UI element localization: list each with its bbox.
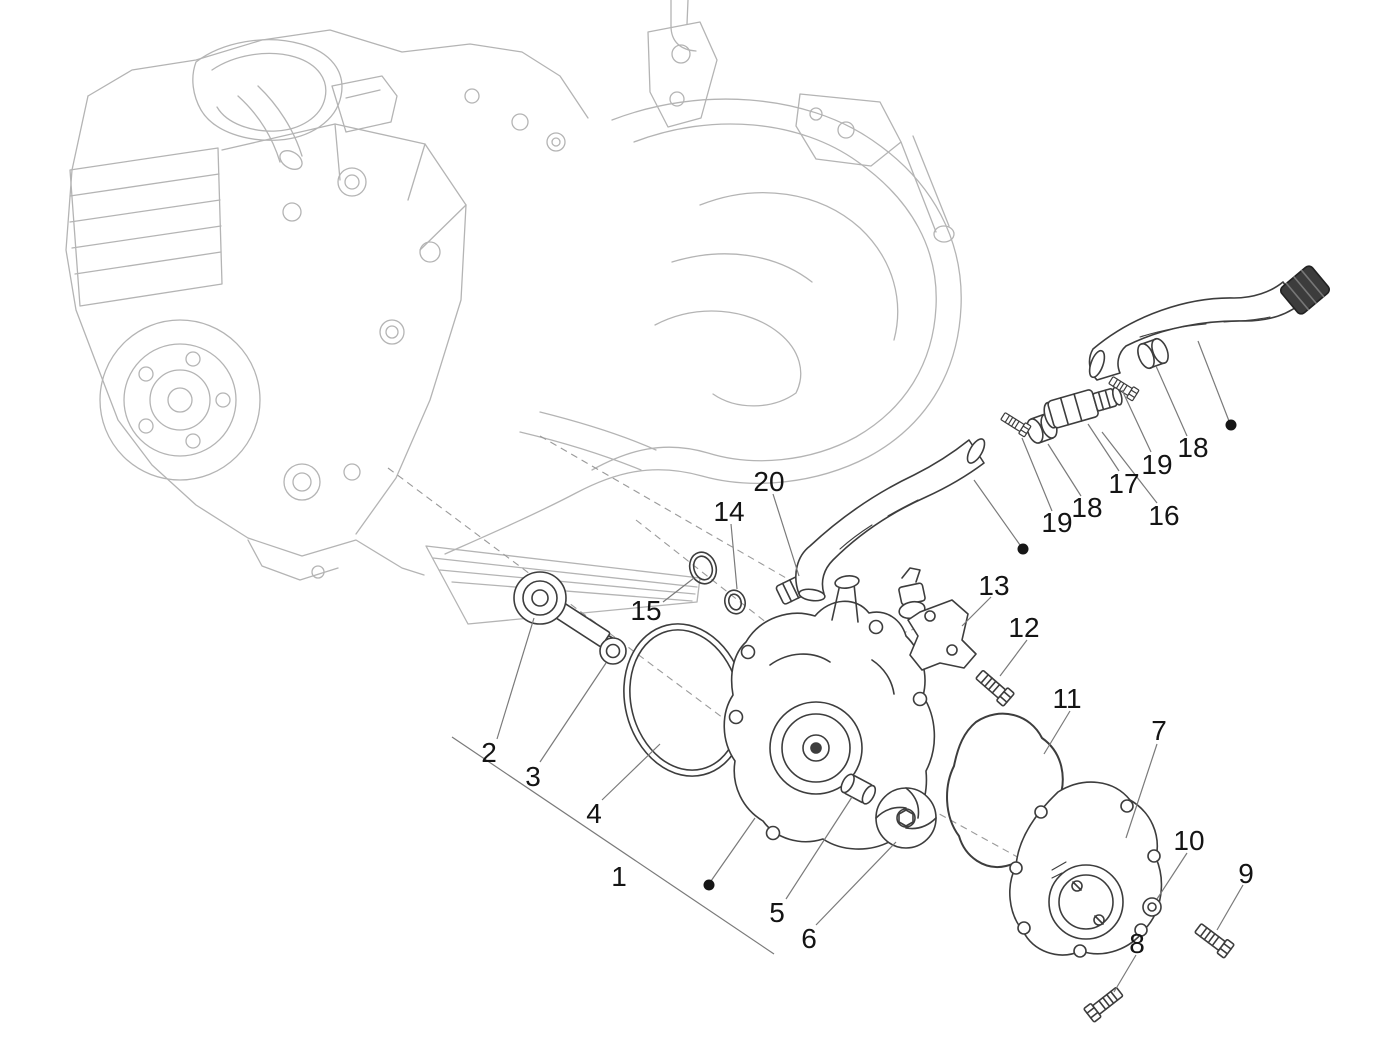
lower-hose-drawing: [795, 438, 986, 602]
callout-labels: 20 14 15 2 3 4 1 5 6 11 12 13 7 10 9 8 1…: [481, 432, 1254, 959]
callout-13: 13: [978, 570, 1009, 601]
outer-cover-drawing: [1009, 781, 1163, 958]
union-fitting-drawing: [1043, 386, 1123, 429]
callout-18: 18: [1177, 432, 1208, 463]
callout-10: 10: [1173, 825, 1204, 856]
callout-7: 7: [1151, 715, 1167, 746]
sensor-bracket-drawing: [898, 567, 977, 671]
hose-clamp-upper-drawing: [1137, 337, 1169, 370]
callout-17: 17: [1108, 468, 1139, 499]
bolt-12-drawing: [972, 667, 1016, 708]
callout-3: 3: [525, 761, 541, 792]
callout-9: 9: [1238, 858, 1254, 889]
callout-20: 20: [753, 466, 784, 497]
gasket-drawing: [946, 712, 1064, 868]
washer-drawing: [1142, 897, 1162, 917]
small-oring-14-drawing: [723, 589, 747, 615]
callout-14: 14: [713, 496, 744, 527]
callout-4: 4: [586, 798, 602, 829]
callout-5: 5: [769, 897, 785, 928]
reference-dot: [703, 879, 715, 891]
impeller-drawing: [875, 787, 937, 849]
bolt-8-drawing: [1082, 984, 1126, 1024]
seal-ring-drawing: [599, 637, 627, 665]
callout-19-second: 19: [1041, 507, 1072, 538]
callout-19: 19: [1141, 449, 1172, 480]
reference-dot: [1225, 419, 1237, 431]
leader-lines: [451, 340, 1244, 993]
callout-1: 1: [611, 861, 627, 892]
callout-2: 2: [481, 737, 497, 768]
reference-dots: [703, 419, 1237, 891]
callout-12: 12: [1008, 612, 1039, 643]
reference-dot: [1017, 543, 1029, 555]
clamp-screw-lower-drawing: [998, 410, 1032, 438]
small-oring-15-drawing: [688, 551, 718, 585]
callout-8: 8: [1129, 928, 1145, 959]
upper-hose-drawing: [1088, 265, 1331, 381]
bushing-drawing: [840, 773, 877, 805]
callout-6: 6: [801, 923, 817, 954]
callout-18-second: 18: [1071, 492, 1102, 523]
callout-11: 11: [1052, 683, 1081, 714]
callout-16: 16: [1148, 500, 1179, 531]
callout-15: 15: [630, 595, 661, 626]
bolt-9-drawing: [1192, 920, 1236, 960]
engine-block-drawing: [65, 0, 962, 625]
pump-parts-drawing: [513, 265, 1331, 1024]
